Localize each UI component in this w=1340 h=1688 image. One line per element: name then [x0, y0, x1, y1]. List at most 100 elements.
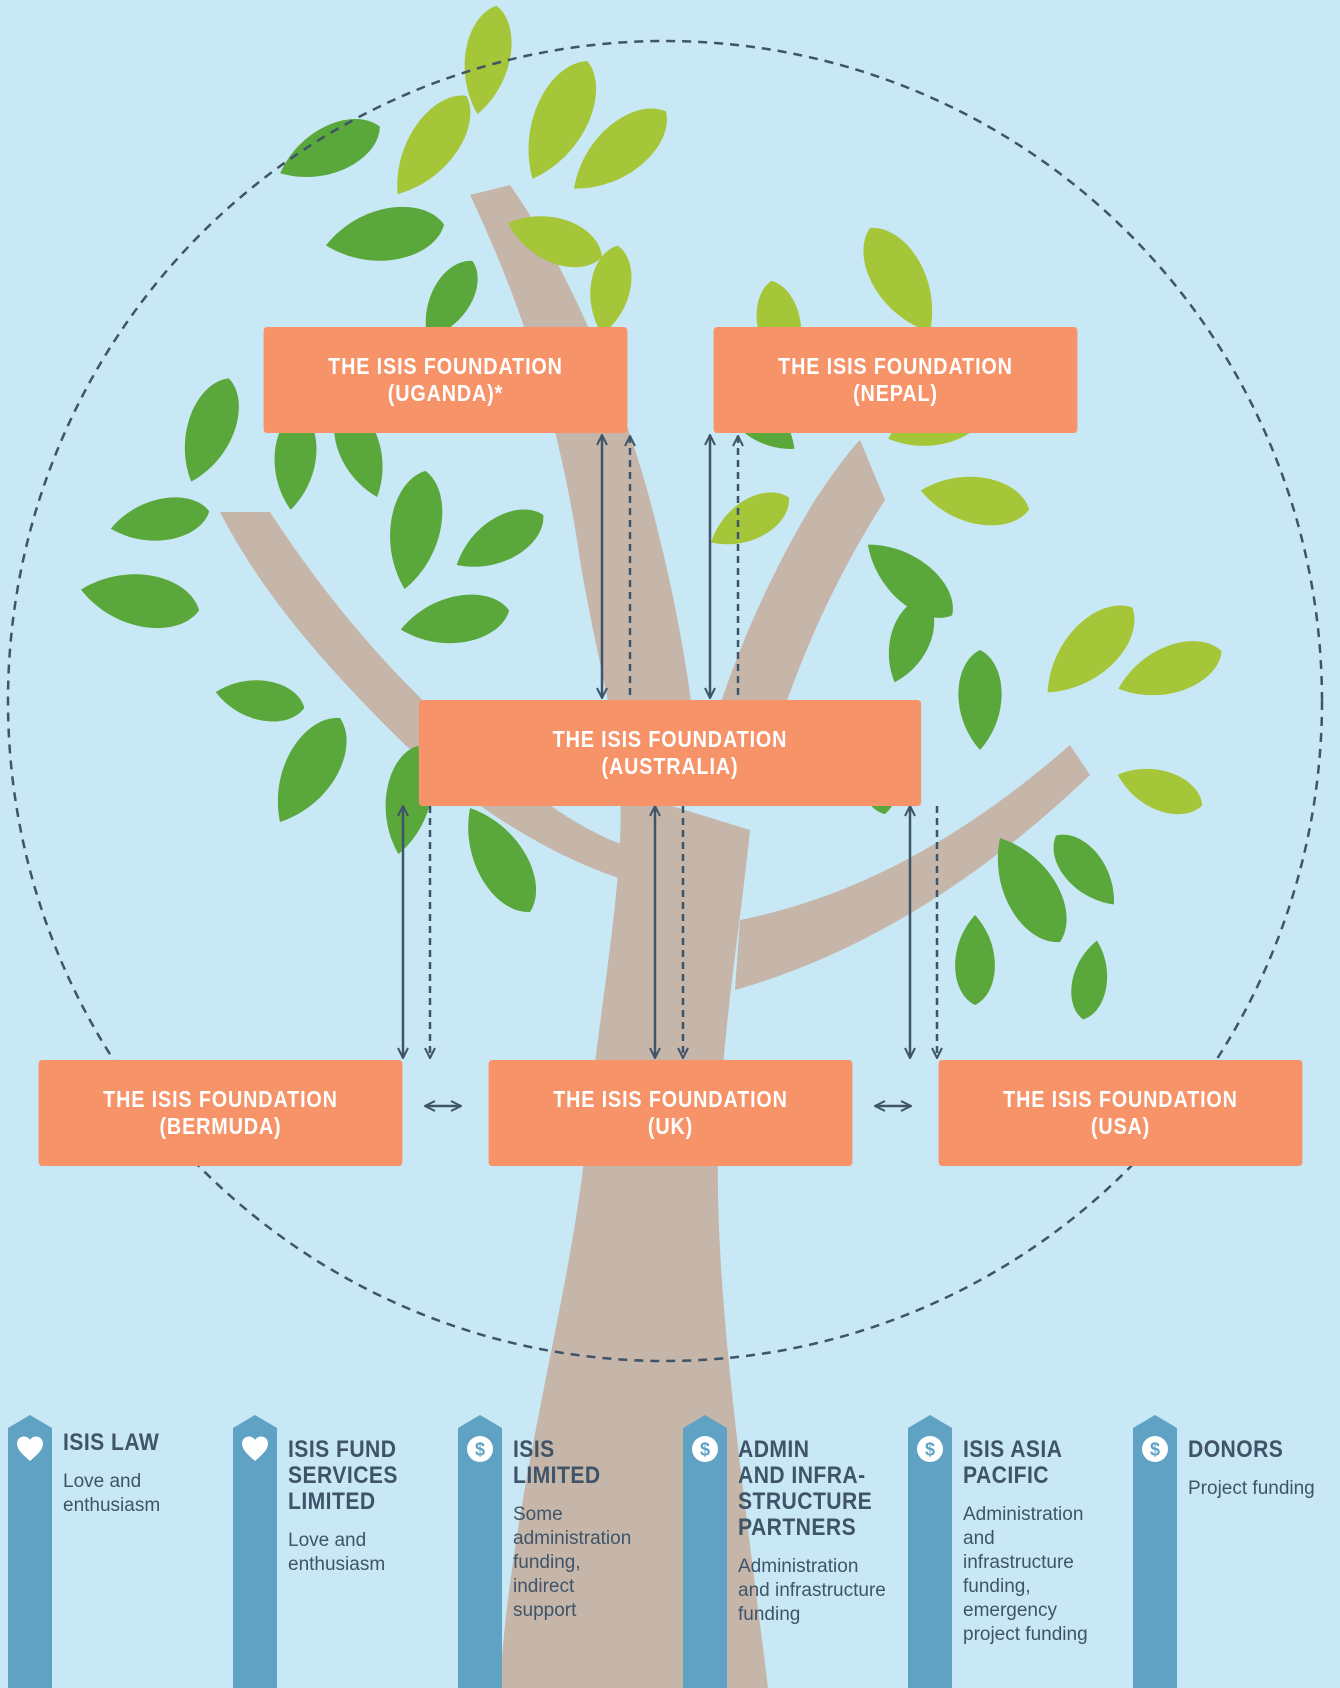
leaf-7 [425, 261, 478, 339]
entity-title: THE ISIS FOUNDATION [103, 1086, 338, 1112]
leaf-4 [574, 108, 667, 189]
entity-country: (UGANDA)* [387, 380, 504, 406]
leaf-15 [711, 492, 789, 545]
root-title-line: STRUCTURE [738, 1488, 873, 1515]
root-description: Project funding [1188, 1477, 1340, 1501]
root-description-line: funding, [963, 1576, 1031, 1597]
root-description-line: Administration [738, 1556, 859, 1577]
branch-upper-left [470, 185, 700, 800]
leaf-8 [590, 245, 632, 335]
leaf-23 [456, 509, 544, 567]
root-title-line: ISIS LAW [63, 1429, 160, 1456]
leaf-33 [1117, 768, 1203, 815]
root-description-line: Love and [63, 1471, 142, 1492]
root-description-line: funding, [513, 1552, 581, 1573]
root-description-line: Some [513, 1504, 563, 1525]
leaf-20 [110, 497, 210, 541]
root-title-line: SERVICES [288, 1462, 398, 1489]
root-description-line: and [963, 1528, 995, 1549]
heart-icon [242, 1436, 268, 1461]
root-pole-0 [8, 1415, 52, 1688]
leaf-22 [390, 470, 443, 590]
root-description-line: indirect [513, 1576, 575, 1597]
leaf-14 [867, 544, 953, 618]
leaf-31 [1047, 605, 1135, 693]
root-pole-2 [458, 1415, 502, 1688]
entity-country: (AUSTRALIA) [601, 753, 739, 779]
root-description: Love and enthusiasm [288, 1529, 463, 1577]
heart-icon [17, 1436, 43, 1461]
svg-text:$: $ [1150, 1440, 1160, 1460]
root-title-line: PACIFIC [963, 1462, 1049, 1489]
leaf-3 [280, 119, 380, 177]
leaf-32 [1118, 641, 1222, 696]
root-pole-4 [908, 1415, 952, 1688]
root-description-line: Love and [288, 1530, 367, 1551]
leaf-9 [863, 228, 933, 332]
leaf-26 [277, 718, 347, 822]
root-title-line: ISIS ASIA [963, 1436, 1063, 1463]
leaf-17 [184, 378, 239, 482]
svg-text:$: $ [925, 1440, 935, 1460]
root-poles [8, 1415, 1177, 1688]
entity-box-usa: THE ISIS FOUNDATION(USA) [938, 1060, 1303, 1166]
entity-country: (NEPAL) [853, 380, 938, 406]
leaf-21 [80, 574, 200, 629]
root-title-line: LIMITED [288, 1488, 376, 1515]
leaf-37 [1071, 940, 1108, 1020]
branch-left [220, 512, 640, 880]
root-title: ISIS LAW [63, 1430, 230, 1456]
leaf-18 [274, 410, 317, 510]
entity-box-nepal: THE ISIS FOUNDATION(NEPAL) [713, 327, 1078, 433]
root-title: DONORS [1188, 1437, 1340, 1463]
root-description-line: support [513, 1600, 577, 1621]
dollar-icon: $ [917, 1436, 943, 1462]
root-description-line: infrastructure [963, 1552, 1074, 1573]
root-description-line: administration [513, 1528, 632, 1549]
root-title-line: ISIS [513, 1436, 555, 1463]
root-pole-5 [1133, 1415, 1177, 1688]
dollar-icon: $ [467, 1436, 493, 1462]
leaf-36 [1053, 834, 1114, 905]
root-description-line: enthusiasm [288, 1554, 386, 1575]
svg-text:$: $ [475, 1440, 485, 1460]
entity-box-australia: THE ISIS FOUNDATION(AUSTRALIA) [418, 700, 922, 806]
root-title-line: LIMITED [513, 1462, 601, 1489]
root-description-line: project funding [963, 1624, 1088, 1645]
leaf-28 [468, 808, 537, 912]
leaf-0 [464, 5, 512, 115]
leaf-5 [325, 206, 445, 261]
dashed-circle [6, 39, 1324, 1363]
leaf-35 [955, 915, 995, 1005]
dollar-icon: $ [692, 1436, 718, 1462]
svg-text:$: $ [700, 1440, 710, 1460]
root-description-line: Project funding [1188, 1478, 1315, 1499]
connection-arrows [403, 435, 937, 1106]
leaf-2 [397, 95, 471, 195]
leaf-13 [920, 476, 1030, 526]
entity-box-bermuda: THE ISIS FOUNDATION(BERMUDA) [38, 1060, 403, 1166]
root-pole-3 [683, 1415, 727, 1688]
leaf-25 [215, 680, 305, 722]
root-title-line: AND INFRA- [738, 1462, 866, 1489]
entity-title: THE ISIS FOUNDATION [552, 726, 788, 752]
leaf-34 [997, 838, 1067, 942]
entity-title: THE ISIS FOUNDATION [328, 353, 563, 379]
entity-country: (UK) [647, 1113, 694, 1139]
entity-title: THE ISIS FOUNDATION [553, 1086, 788, 1112]
entity-title: THE ISIS FOUNDATION [778, 353, 1013, 379]
root-pole-1 [233, 1415, 277, 1688]
root-title-line: DONORS [1188, 1436, 1284, 1463]
root-description: Some administration funding, indirect suppor… [513, 1503, 688, 1623]
root-title-line: PARTNERS [738, 1514, 857, 1541]
